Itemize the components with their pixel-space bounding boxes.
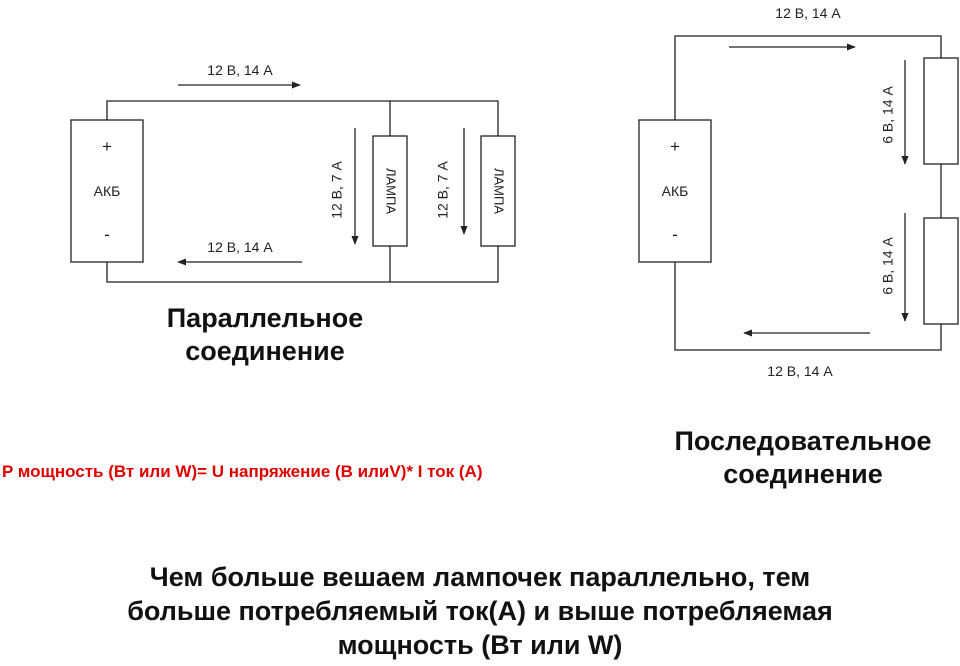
- parallel-branch2-current-label: 12 В, 7 А: [435, 161, 451, 219]
- parallel-caption-line2: соединение: [185, 336, 345, 366]
- series-caption-line1: Последовательное: [674, 426, 932, 456]
- parallel-battery-label: АКБ: [94, 183, 121, 199]
- parallel-lamp-1-label: ЛАМПА: [384, 168, 399, 214]
- parallel-lamp-2-label: ЛАМПА: [492, 168, 507, 214]
- series-caption-line2: соединение: [723, 459, 883, 489]
- series-bottom-current-label: 12 В, 14 А: [767, 363, 833, 379]
- conclusion-line2: больше потребляемый ток(А) и выше потреб…: [127, 596, 833, 626]
- parallel-lamp-1: [372, 135, 408, 247]
- parallel-caption-line1: Параллельное: [166, 303, 364, 333]
- series-resistor2-voltage-label: 6 В, 14 А: [880, 237, 896, 295]
- parallel-bottom-wire: [106, 246, 499, 283]
- series-battery-label: АКБ: [662, 183, 689, 199]
- parallel-circuit: [70, 81, 516, 283]
- conclusion-line3: мощность (Вт или W): [337, 630, 623, 660]
- series-caption: Последовательное соединение: [648, 425, 958, 491]
- series-resistor-2: [923, 217, 959, 325]
- series-top-current-label: 12 В, 14 А: [775, 5, 841, 21]
- parallel-top-current-label: 12 В, 14 А: [207, 62, 273, 78]
- parallel-top-wire: [106, 100, 499, 136]
- parallel-lamp-2: [480, 135, 516, 247]
- series-battery-plus: +: [670, 137, 680, 156]
- series-circuit: [638, 35, 959, 351]
- parallel-caption: Параллельное соединение: [120, 302, 410, 368]
- parallel-battery-plus: +: [102, 137, 112, 156]
- series-resistor-1: [923, 57, 959, 165]
- parallel-branch1-current-label: 12 В, 7 А: [329, 161, 345, 219]
- parallel-battery-minus: -: [104, 225, 110, 244]
- conclusion-line1: Чем больше вешаем лампочек параллельно, …: [149, 562, 811, 592]
- series-bottom-wire: [674, 262, 942, 351]
- series-resistor1-voltage-label: 6 В, 14 А: [880, 86, 896, 144]
- conclusion-text: Чем больше вешаем лампочек параллельно, …: [80, 560, 880, 662]
- series-top-wire: [674, 35, 942, 120]
- power-formula: P мощность (Вт или W)= U напряжение (В и…: [2, 462, 483, 481]
- series-battery-minus: -: [672, 225, 678, 244]
- parallel-bottom-current-label: 12 В, 14 А: [207, 239, 273, 255]
